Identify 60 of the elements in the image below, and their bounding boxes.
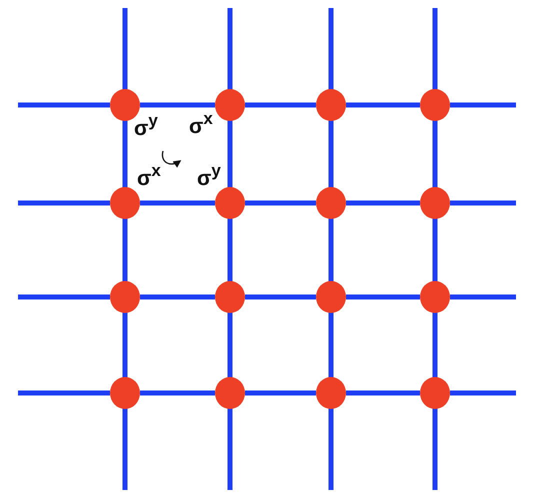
lattice-bond: [122, 312, 128, 378]
pauli-operator-label: σ$^{y}$: [134, 118, 158, 140]
lattice-bond: [450, 102, 516, 108]
lattice-bond: [346, 200, 420, 206]
lattice-site: [420, 187, 450, 219]
lattice-site: [420, 377, 450, 409]
lattice-bond: [18, 390, 110, 396]
lattice-bond: [228, 218, 232, 282]
lattice-bond: [432, 408, 438, 490]
lattice-bond: [328, 408, 334, 490]
lattice-bond: [346, 102, 420, 108]
lattice-site: [110, 187, 140, 219]
lattice-bond: [328, 8, 334, 90]
lattice-bond: [140, 200, 215, 206]
lattice-bond: [228, 312, 232, 378]
lattice-bond: [140, 102, 215, 108]
lattice-site: [215, 281, 245, 313]
lattice-site: [316, 281, 346, 313]
lattice-site: [215, 187, 245, 219]
lattice-site: [215, 89, 245, 121]
lattice-bond: [228, 8, 232, 90]
lattice-site: [316, 89, 346, 121]
lattice-bond: [432, 218, 438, 282]
lattice-bond: [346, 390, 420, 396]
lattice-bond: [122, 218, 128, 282]
lattice-bond: [228, 408, 232, 490]
lattice-site: [420, 281, 450, 313]
lattice-bond: [122, 8, 128, 90]
lattice-site: [110, 377, 140, 409]
lattice-bond: [245, 200, 316, 206]
pauli-operator-label: σ$^{x}$: [137, 168, 161, 190]
lattice-bond: [122, 408, 128, 490]
lattice-bond: [432, 120, 438, 188]
lattice-site: [316, 187, 346, 219]
lattice-site: [110, 89, 140, 121]
lattice-bond: [18, 200, 110, 206]
lattice-site: [316, 377, 346, 409]
lattice-bond: [18, 102, 110, 108]
lattice-bond: [450, 200, 516, 206]
pauli-operator-label: σ$^{y}$: [197, 168, 221, 190]
lattice-site: [110, 281, 140, 313]
lattice-bond: [245, 294, 316, 300]
lattice-site: [420, 89, 450, 121]
lattice-bond: [140, 390, 215, 396]
lattice-bond: [328, 120, 334, 188]
lattice-bond: [450, 294, 516, 300]
lattice-bond: [245, 390, 316, 396]
lattice-bond: [328, 218, 334, 282]
lattice-bond: [228, 120, 232, 188]
lattice-bond: [346, 294, 420, 300]
lattice-bond: [432, 8, 438, 90]
lattice-bond: [18, 294, 110, 300]
pauli-operator-label: σ$^{x}$: [189, 116, 213, 138]
lattice-bond: [245, 102, 316, 108]
lattice-bond: [328, 312, 334, 378]
lattice-site: [215, 377, 245, 409]
lattice-bond: [140, 294, 215, 300]
lattice-bond: [432, 312, 438, 378]
lattice-bond: [122, 120, 128, 188]
lattice-bond: [450, 390, 516, 396]
